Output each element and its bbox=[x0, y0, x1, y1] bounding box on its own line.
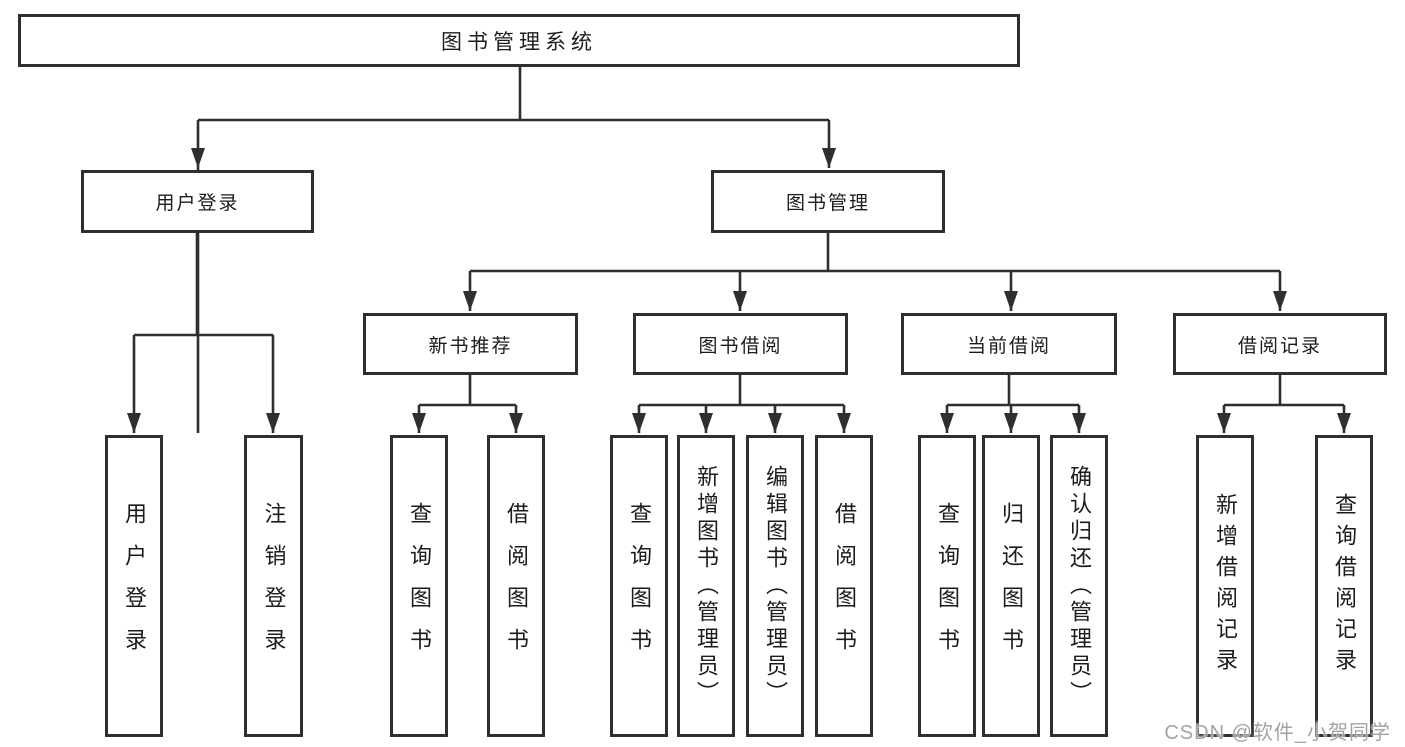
leaf-query-borrow-record: 查询借阅记录 bbox=[1315, 435, 1373, 737]
node-label: 注销登录 bbox=[261, 502, 287, 670]
node-current-borrowing: 当前借阅 bbox=[901, 313, 1117, 375]
node-label: 新增借阅记录 bbox=[1213, 493, 1238, 679]
node-label: 用户登录 bbox=[122, 502, 147, 670]
node-label: 用户登录 bbox=[155, 193, 240, 214]
csdn-watermark: CSDN @软件_小贺同学 bbox=[1164, 722, 1391, 744]
node-label: 新书推荐 bbox=[428, 335, 513, 357]
node-label: 新增图书（管理员） bbox=[694, 464, 719, 708]
leaf-recommend-borrow-book: 借阅图书 bbox=[487, 435, 545, 737]
node-label: 确认归还（管理员） bbox=[1067, 464, 1092, 708]
node-label: 查询图书 bbox=[935, 502, 960, 670]
leaf-recommend-query-book: 查询图书 bbox=[390, 435, 448, 737]
leaf-add-book-admin: 新增图书（管理员） bbox=[677, 435, 735, 737]
node-label: 查询图书 bbox=[627, 502, 652, 670]
node-book-borrowing: 图书借阅 bbox=[633, 313, 848, 375]
node-label: 归还图书 bbox=[999, 502, 1024, 670]
node-library-management-system: 图书管理系统 bbox=[18, 14, 1020, 67]
node-label: 编辑图书（管理员） bbox=[763, 464, 788, 708]
node-label: 图书管理系统 bbox=[441, 30, 597, 54]
leaf-user-login: 用户登录 bbox=[105, 435, 163, 737]
leaf-borrowing-borrow-book: 借阅图书 bbox=[815, 435, 873, 737]
leaf-current-query-book: 查询图书 bbox=[918, 435, 976, 737]
node-label: 借阅图书 bbox=[504, 502, 529, 670]
leaf-return-book: 归还图书 bbox=[982, 435, 1040, 737]
leaf-borrowing-query-book: 查询图书 bbox=[610, 435, 668, 737]
node-label: 当前借阅 bbox=[966, 335, 1051, 357]
node-label: 图书借阅 bbox=[698, 335, 783, 357]
node-book-management: 图书管理 bbox=[711, 170, 945, 233]
node-label: 查询借阅记录 bbox=[1332, 493, 1357, 679]
node-borrowing-records: 借阅记录 bbox=[1173, 313, 1387, 375]
node-user-login: 用户登录 bbox=[81, 170, 314, 233]
leaf-confirm-return-admin: 确认归还（管理员） bbox=[1050, 435, 1108, 737]
node-new-book-recommend: 新书推荐 bbox=[363, 313, 578, 375]
node-label: 图书管理 bbox=[785, 193, 870, 214]
leaf-logout: 注销登录 bbox=[244, 435, 303, 737]
leaf-add-borrow-record: 新增借阅记录 bbox=[1196, 435, 1254, 737]
leaf-edit-book-admin: 编辑图书（管理员） bbox=[746, 435, 804, 737]
node-label: 借阅记录 bbox=[1237, 335, 1322, 357]
node-label: 查询图书 bbox=[407, 502, 432, 670]
node-label: 借阅图书 bbox=[832, 502, 857, 670]
